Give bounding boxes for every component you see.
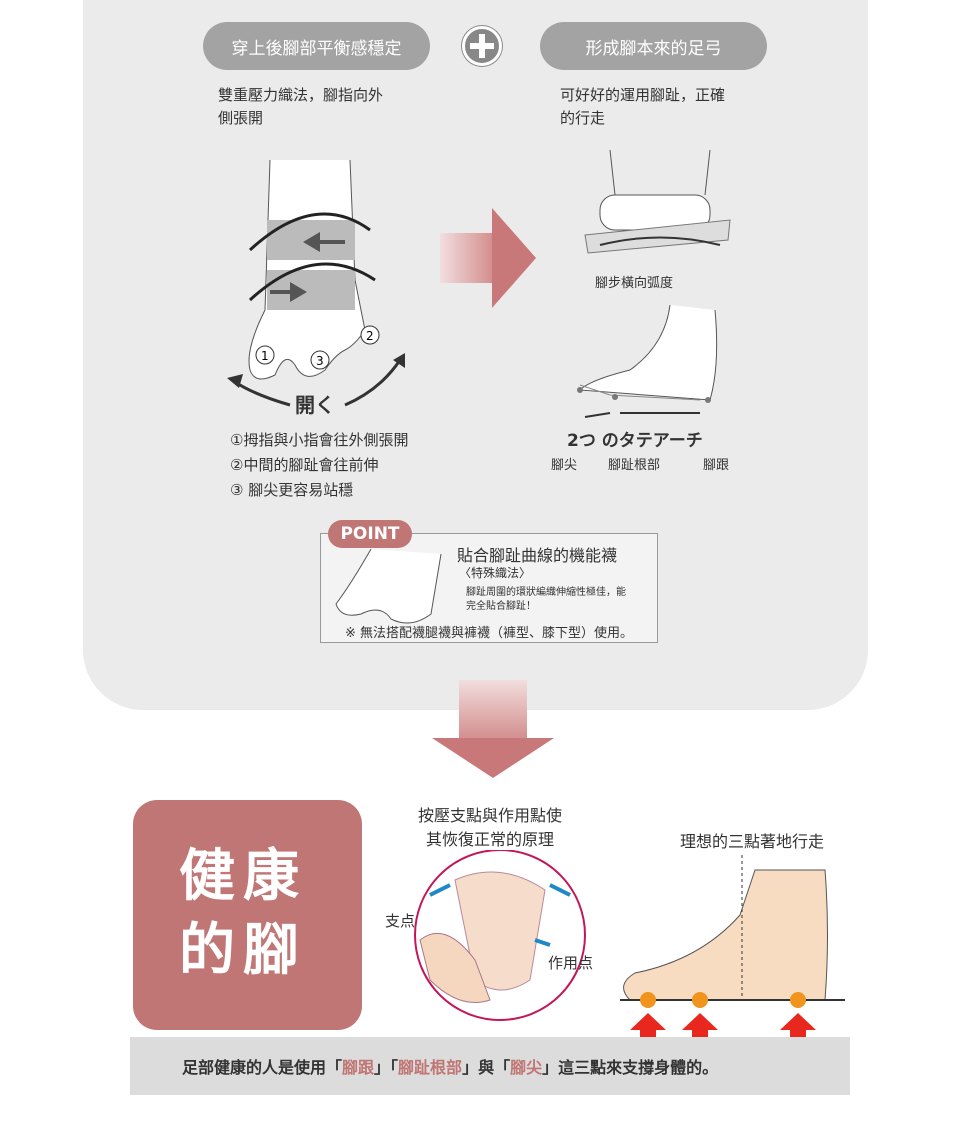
fulcrum-label: 支点: [385, 912, 416, 930]
foot-arch-illustration: 腳步橫向弧度: [577, 149, 731, 418]
label-toe-tip: 腳尖: [551, 458, 578, 473]
highlight-toe-tip: 腳尖: [510, 1058, 543, 1077]
toe-sock-icon: [335, 548, 442, 624]
svg-text:腳步橫向弧度: 腳步橫向弧度: [595, 275, 673, 291]
right-description: 可好好的運用腳趾，正確的行走: [560, 86, 726, 127]
highlight-heel: 腳跟: [342, 1058, 375, 1077]
arch-pill: 形成腳本來的足弓: [540, 22, 767, 70]
healthy-feet-box: 健康的腳: [133, 800, 362, 1030]
massage-title: 按壓支點與作用點使其恢復正常的原理: [418, 806, 563, 849]
sock-illustration: 1 3 2 開く: [227, 159, 405, 417]
point-title: 貼合腳趾曲線的機能襪: [457, 546, 618, 565]
point-note: ※ 無法搭配襪腿襪與褲襪（褲型、膝下型）使用。: [345, 626, 634, 641]
svg-text:1: 1: [261, 349, 269, 363]
plus-icon: [462, 26, 502, 66]
point-box: 貼合腳趾曲線的機能襪 〈特殊織法〉 腳趾周圍的環狀編織伸縮性極佳，能完全貼合腳趾…: [320, 533, 658, 643]
ideal-walk-title: 理想的三點著地行走: [680, 832, 825, 851]
massage-illustration: [414, 850, 586, 1021]
svg-text:3: 3: [316, 354, 324, 368]
open-label: 開く: [295, 393, 335, 417]
balance-pill: 穿上後腳部平衡感穩定: [203, 22, 430, 70]
left-description: 雙重壓力織法，腳指向外側張開: [218, 86, 384, 127]
svg-text:2: 2: [366, 329, 374, 343]
label-toe-base: 腳趾根部: [608, 458, 661, 473]
label-heel: 腳跟: [703, 458, 730, 473]
point-desc: 腳趾周圍的環狀編織伸縮性極佳，能完全貼合腳趾！: [466, 587, 626, 612]
point-tag: POINT: [328, 520, 412, 548]
foot-three-points-illustration: [620, 855, 845, 1050]
arch-title: 2つ のタテアーチ: [567, 431, 703, 451]
summary-text: 足部健康的人是使用「: [182, 1058, 343, 1077]
action-label: 作用点: [548, 954, 594, 972]
down-arrow-icon: [432, 680, 554, 778]
summary-text: 」「: [374, 1058, 399, 1077]
summary-bar: 足部健康的人是使用「腳跟」「腳趾根部」與「腳尖」這三點來支撐身體的。: [130, 1037, 850, 1095]
right-arrow-icon: [440, 208, 536, 308]
summary-text: 」這三點來支撐身體的。: [542, 1058, 719, 1077]
point-subtitle: 〈特殊織法〉: [459, 566, 532, 580]
summary-text: 」與「: [462, 1058, 511, 1077]
highlight-toe-base: 腳趾根部: [398, 1058, 463, 1077]
